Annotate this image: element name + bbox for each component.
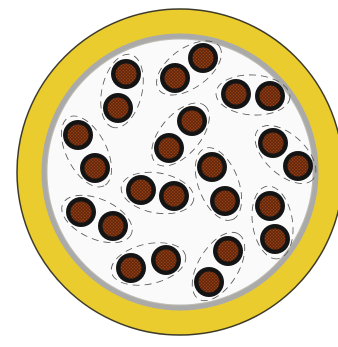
- copper-conductor: [68, 125, 89, 146]
- copper-conductor: [131, 180, 152, 201]
- copper-conductor: [71, 202, 92, 223]
- copper-conductor: [165, 68, 186, 89]
- copper-conductor: [121, 258, 142, 279]
- copper-conductor: [103, 216, 124, 237]
- copper-conductor: [218, 241, 239, 262]
- copper-conductor: [116, 64, 137, 85]
- copper-conductor: [159, 138, 180, 159]
- copper-conductor: [226, 84, 247, 105]
- copper-conductor: [156, 250, 177, 271]
- copper-conductor: [182, 111, 203, 132]
- copper-conductor: [202, 157, 223, 178]
- copper-conductor: [193, 48, 214, 69]
- copper-conductor: [288, 156, 309, 177]
- copper-conductor: [265, 229, 286, 250]
- copper-conductor: [260, 86, 281, 107]
- copper-conductor: [108, 98, 129, 119]
- copper-conductor: [85, 158, 106, 179]
- copper-conductor: [199, 272, 220, 293]
- copper-conductor: [164, 186, 185, 207]
- copper-conductor: [263, 133, 284, 154]
- copper-conductor: [260, 196, 281, 217]
- copper-conductor: [215, 191, 236, 212]
